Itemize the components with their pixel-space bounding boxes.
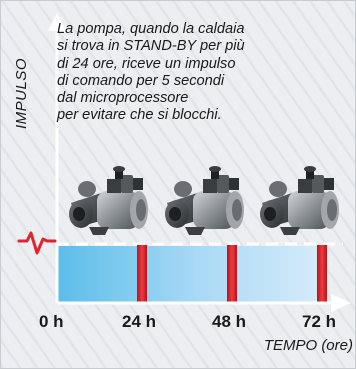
x-tick-label: 0 h — [39, 312, 64, 331]
impulse-pulse-icon — [17, 231, 57, 255]
x-tick-label: 48 h — [212, 312, 247, 331]
x-tick-label: 24 h — [122, 312, 157, 331]
y-axis-arrow-icon — [48, 13, 66, 31]
pump-icon — [165, 166, 244, 235]
caption-text: La pompa, quando la caldaia si trova in … — [57, 21, 245, 124]
pulse-bar-72h — [317, 245, 327, 302]
pump-icon — [69, 166, 148, 235]
pulse-bar-48h — [227, 245, 237, 302]
standby-area — [57, 246, 327, 302]
y-axis-title: IMPULSO — [12, 57, 30, 129]
x-axis-arrow-icon — [331, 294, 351, 312]
x-tick-label: 72 h — [302, 312, 337, 331]
x-axis-title: TEMPO (ore) — [263, 337, 353, 354]
pump-icon — [260, 166, 339, 235]
pulse-bar-24h — [137, 245, 147, 302]
